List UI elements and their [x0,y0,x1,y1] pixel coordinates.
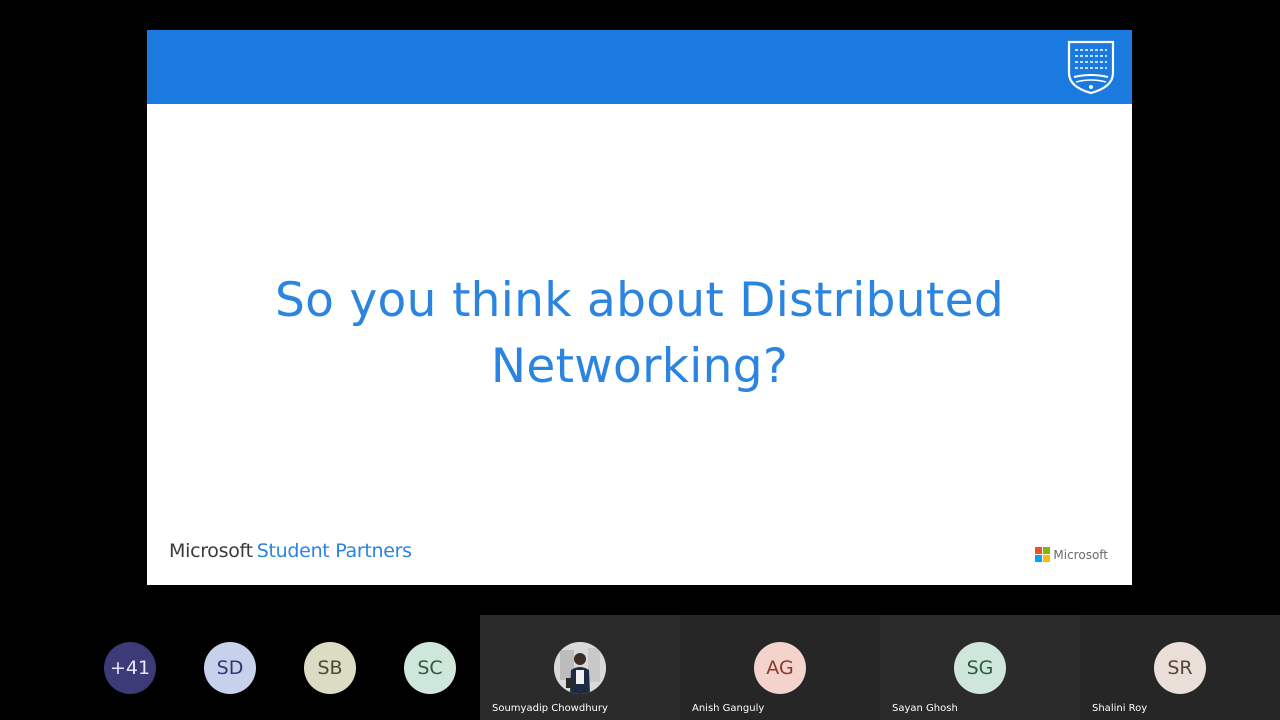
participant-avatar-sb[interactable]: SB [304,642,356,694]
participant-name: Sayan Ghosh [892,703,958,714]
university-crest-icon [1067,40,1115,95]
brand-microsoft-text: Microsoft [169,540,253,562]
participant-avatar-sr: SR [1154,642,1206,694]
shared-slide: So you think about Distributed Networkin… [147,30,1132,585]
participant-tile-sayan[interactable]: SG Sayan Ghosh [880,615,1080,720]
participant-avatar-sd[interactable]: SD [204,642,256,694]
brand-student-partners-text: Student Partners [256,540,412,562]
participant-name: Shalini Roy [1092,703,1148,714]
participant-photo-avatar [554,642,606,694]
participant-tile-soumyadip[interactable]: Soumyadip Chowdhury [480,615,680,720]
participant-name: Soumyadip Chowdhury [492,703,608,714]
more-participants-button[interactable]: +41 [104,642,156,694]
microsoft-windows-icon [1035,547,1051,562]
participant-avatar-sg: SG [954,642,1006,694]
participant-avatar-ag: AG [754,642,806,694]
participant-tile-anish[interactable]: AG Anish Ganguly [680,615,880,720]
participant-name: Anish Ganguly [692,703,765,714]
slide-title-line-1: So you think about Distributed [275,273,1004,328]
participant-tile-shalini[interactable]: SR Shalini Roy [1080,615,1280,720]
participant-avatar-sc[interactable]: SC [404,642,456,694]
person-photo-icon [554,642,606,694]
participant-strip: +41 SD SB SC Soumyadip Chowdhury AG Anis… [0,615,1280,720]
slide-header-bar [147,30,1132,104]
microsoft-logo: Microsoft [1035,547,1108,562]
slide-title: So you think about Distributed Networkin… [147,268,1132,400]
slide-title-line-2: Networking? [490,339,789,394]
microsoft-logo-text: Microsoft [1053,547,1108,562]
